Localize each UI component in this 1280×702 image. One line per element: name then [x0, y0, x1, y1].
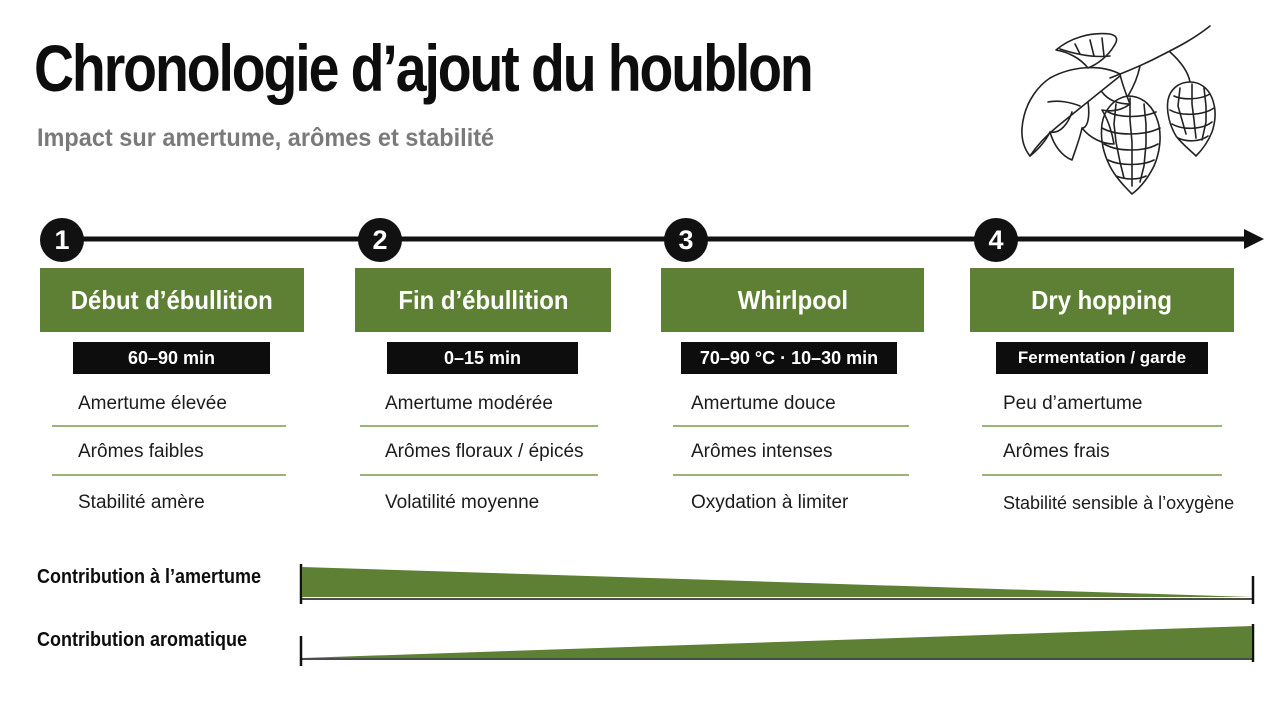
stage-time-badge: 0–15 min — [387, 342, 578, 374]
aroma-contribution-label: Contribution aromatique — [37, 629, 247, 651]
row-divider — [982, 425, 1222, 427]
row-divider — [52, 474, 286, 476]
stage-time-badge: 70–90 °C · 10–30 min — [681, 342, 897, 374]
stage-row-aroma: Arômes frais — [1003, 441, 1110, 462]
page-title: Chronologie d’ajout du houblon — [34, 31, 814, 105]
stage-row-bitterness: Amertume douce — [691, 393, 836, 414]
stage-row-bitterness: Peu d’amertume — [1003, 393, 1143, 414]
row-divider — [673, 425, 909, 427]
stage-title-box: Début d’ébullition — [40, 268, 304, 332]
stage-title: Whirlpool — [737, 284, 848, 315]
stage-row-aroma: Arômes faibles — [78, 441, 204, 462]
stage-time-badge: 60–90 min — [73, 342, 270, 374]
bitterness-contribution-label: Contribution à l’amertume — [37, 566, 262, 588]
step-number-3: 3 — [664, 218, 708, 262]
stage-row-stability: Oxydation à limiter — [691, 492, 849, 513]
stage-row-stability: Stabilité sensible à l’oxygène — [1003, 492, 1235, 513]
row-divider — [673, 474, 909, 476]
stage-title: Fin d’ébullition — [397, 284, 569, 315]
stage-row-aroma: Arômes intenses — [691, 441, 833, 462]
step-number-1: 1 — [40, 218, 84, 262]
page-subtitle: Impact sur amertume, arômes et stabilité — [37, 124, 495, 152]
row-divider — [360, 425, 598, 427]
stage-row-stability: Stabilité amère — [78, 492, 205, 513]
bitterness-contribution-wedge — [299, 564, 1255, 604]
row-divider — [360, 474, 598, 476]
stage-row-aroma: Arômes floraux / épicés — [385, 441, 584, 462]
step-number-2: 2 — [358, 218, 402, 262]
hop-cone-illustration — [1021, 25, 1216, 195]
aroma-contribution-wedge — [299, 624, 1255, 666]
stage-row-stability: Volatilité moyenne — [385, 492, 540, 513]
stage-title-box: Whirlpool — [661, 268, 924, 332]
stage-row-bitterness: Amertume modérée — [385, 393, 553, 414]
stage-row-bitterness: Amertume élevée — [78, 393, 227, 414]
stage-title-box: Dry hopping — [970, 268, 1234, 332]
timeline-arrow — [62, 229, 1264, 249]
step-number-4: 4 — [974, 218, 1018, 262]
stage-title: Début d’ébullition — [71, 284, 273, 315]
stage-title: Dry hopping — [1031, 284, 1173, 315]
row-divider — [52, 425, 286, 427]
stage-time-badge: Fermentation / garde — [996, 342, 1208, 374]
row-divider — [982, 474, 1222, 476]
stage-title-box: Fin d’ébullition — [355, 268, 611, 332]
